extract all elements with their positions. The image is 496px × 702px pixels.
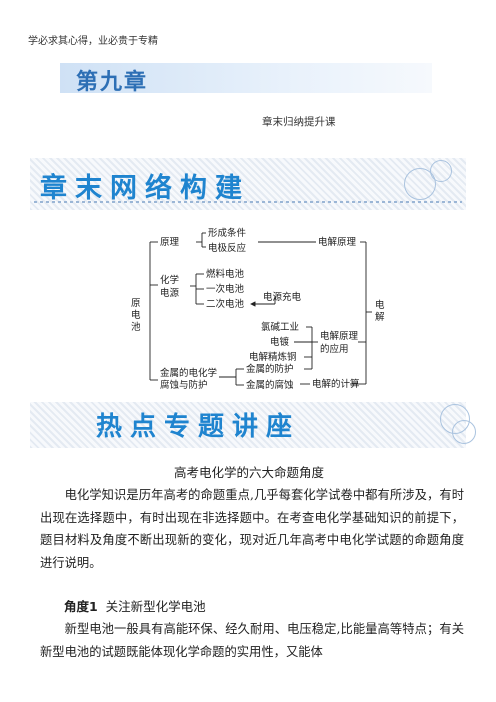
angle-title: 关注新型化学电池	[105, 599, 206, 614]
node-electrolysis-char-1: 电	[375, 299, 385, 311]
angle-label: 角度1	[64, 599, 98, 614]
decor-circle	[404, 168, 436, 200]
node-charging: 电源充电	[263, 291, 302, 303]
node-electrolysis-char-2: 解	[375, 311, 385, 323]
header-motto: 学必求其心得，业必贵于专精	[28, 36, 158, 47]
node-chlor-alkali: 氯碱工业	[261, 321, 299, 333]
node-chem-power-line1: 化学	[160, 274, 179, 286]
node-conditions: 形成条件	[208, 227, 247, 239]
node-primary-battery: 一次电池	[206, 283, 245, 295]
chapter-title: 第九章	[76, 70, 149, 95]
node-electrode-reaction: 电极反应	[208, 242, 247, 254]
node-principle: 原理	[160, 237, 180, 248]
node-electroplating: 电镀	[270, 336, 290, 348]
decor-circle	[452, 420, 476, 444]
node-electrolysis-principle: 电解原理	[318, 236, 357, 248]
node-corrosion-line1: 金属的电化学	[160, 367, 217, 379]
section-title-network: 章末网络构建	[40, 173, 250, 204]
section-divider	[34, 201, 462, 203]
paragraph-intro: 电化学知识是历年高考的命题重点,几乎每套化学试卷中都有所涉及，有时出现在选择题中…	[40, 488, 464, 570]
paragraph-new-battery: 新型电池一般具有高能环保、经久耐用、电压稳定,比能量高等特点；有关新型电池的试题…	[40, 622, 464, 659]
node-electrolysis-app-line1: 电解原理	[320, 330, 359, 342]
decor-circle	[430, 160, 452, 182]
node-chem-power-line2: 电源	[160, 287, 180, 299]
section-banner-hot-topics	[30, 402, 466, 448]
node-fuel-cell: 燃料电池	[206, 268, 245, 280]
node-copper-refining: 电解精炼铜	[249, 351, 297, 363]
node-electrolysis-calc: 电解的计算	[312, 378, 360, 390]
section-title-hot-topics: 热点专题讲座	[96, 412, 301, 442]
node-root-char-2: 电	[131, 309, 141, 321]
node-metal-protection: 金属的防护	[246, 363, 294, 375]
node-secondary-battery: 二次电池	[206, 298, 245, 310]
node-metal-corrosion: 金属的腐蚀	[246, 379, 294, 391]
node-root-char-1: 原	[131, 298, 141, 309]
diagram-connectors	[149, 232, 372, 386]
node-root-char-3: 池	[131, 321, 141, 333]
angle-1-heading: 角度1 关注新型化学电池	[64, 596, 206, 615]
chapter-band	[60, 63, 432, 93]
article-heading: 高考电化学的六大命题角度	[174, 465, 325, 480]
node-electrolysis-app-line2: 的应用	[320, 343, 349, 355]
diagram-root: 原 电 池	[131, 298, 141, 333]
chapter-subtitle: 章末归纳提升课	[262, 116, 336, 128]
node-corrosion-line2: 腐蚀与防护	[160, 379, 208, 391]
